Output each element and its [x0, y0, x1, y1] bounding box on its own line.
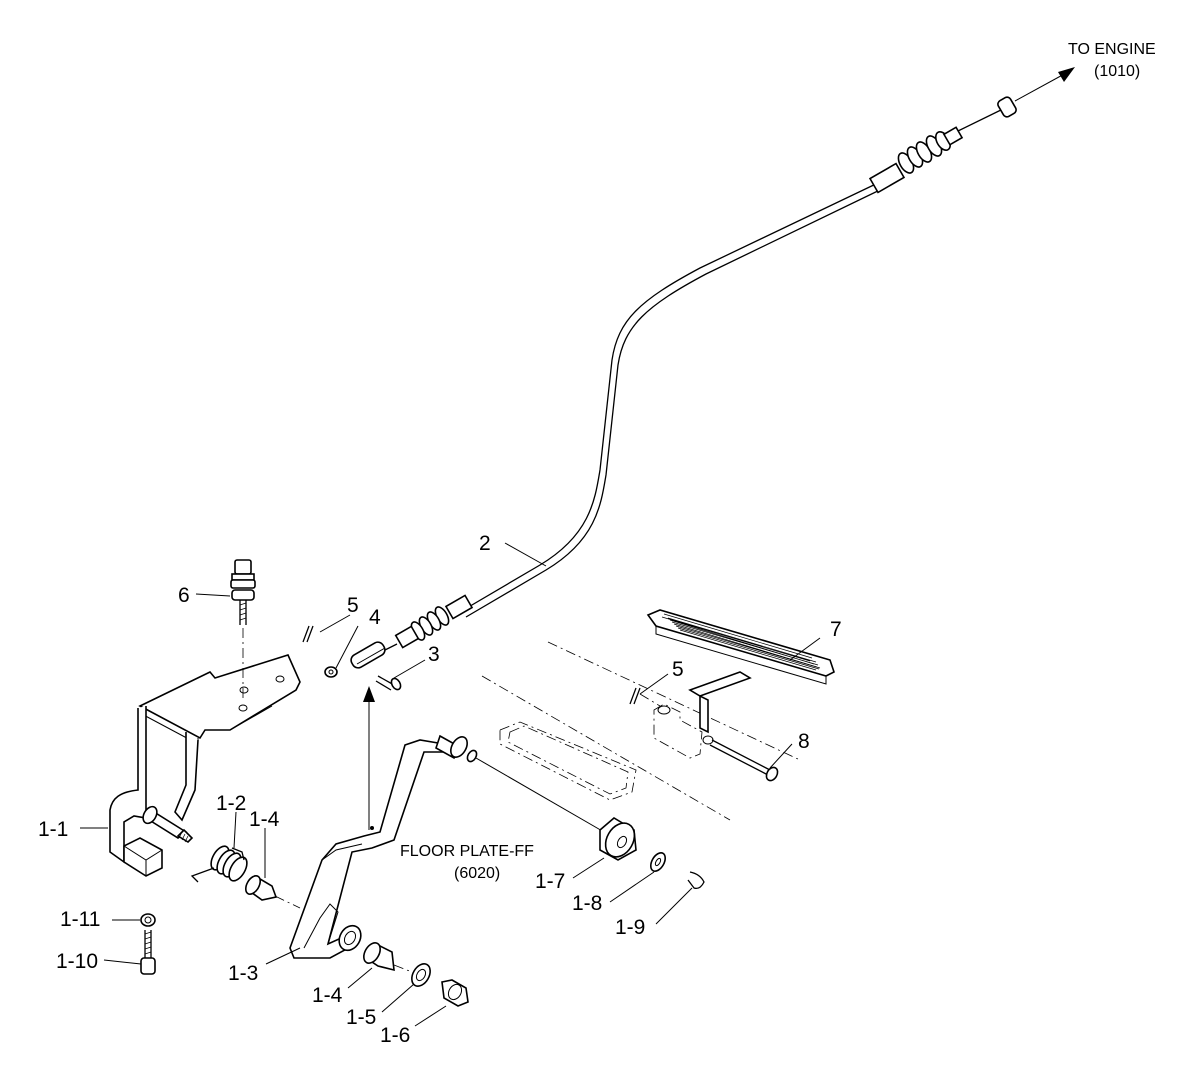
throttle-cable [384, 67, 1075, 651]
pedal-roller [599, 817, 637, 861]
label-1-1: 1-1 [38, 818, 68, 841]
cable-pedal-end-fitting [384, 594, 474, 651]
label-5-upper: 5 [347, 594, 359, 617]
return-spring [190, 845, 248, 883]
washer-lower [411, 963, 431, 987]
to-engine-label: TO ENGINE [1068, 41, 1156, 58]
label-1-4-lower: 1-4 [312, 984, 343, 1007]
pivot-shaft [142, 805, 194, 844]
label-6: 6 [178, 584, 190, 607]
cotter-pin-lower [629, 687, 661, 707]
assembly-arrow [363, 686, 375, 830]
label-8: 8 [798, 730, 810, 753]
label-1-5: 1-5 [346, 1006, 376, 1029]
pedal-axis-line [475, 757, 605, 833]
label-1-6: 1-6 [380, 1024, 410, 1047]
label-1-2: 1-2 [216, 792, 246, 815]
label-5-lower: 5 [672, 658, 684, 681]
stop-nut [140, 913, 156, 927]
stop-bolt [140, 930, 156, 975]
cable-clevis [324, 641, 386, 678]
accelerator-pedal [646, 609, 835, 759]
label-3: 3 [428, 643, 440, 666]
label-1-10: 1-10 [56, 950, 98, 973]
roller-washer [649, 852, 667, 872]
pedal-arm [289, 734, 478, 959]
label-7: 7 [830, 618, 842, 641]
label-4: 4 [369, 606, 381, 629]
label-1-11: 1-11 [60, 908, 100, 931]
label-1-4-upper: 1-4 [249, 808, 280, 831]
retaining-clip [687, 871, 705, 890]
floor-plate-outline [481, 641, 801, 821]
cotter-pin-upper [302, 625, 314, 643]
pedal-pin [709, 739, 779, 782]
clevis-pin [375, 675, 402, 691]
bushing-upper [244, 874, 301, 909]
pedal-bracket [109, 654, 301, 877]
floor-plate-code: (6020) [454, 865, 500, 882]
clevis-washer [324, 666, 338, 678]
floor-plate-label: FLOOR PLATE-FF [400, 843, 534, 860]
to-engine-code: (1010) [1094, 63, 1140, 80]
label-1-7: 1-7 [535, 870, 565, 893]
hex-nut [441, 979, 469, 1007]
mount-bolt [230, 559, 256, 700]
label-2: 2 [479, 532, 491, 555]
label-1-3: 1-3 [228, 962, 258, 985]
label-1-9: 1-9 [615, 916, 645, 939]
label-1-8: 1-8 [572, 892, 602, 915]
cable-engine-end-fitting [868, 96, 1017, 194]
to-engine-arrow [1014, 67, 1075, 102]
leader-lines [80, 542, 821, 1027]
bushing-lower [363, 942, 413, 973]
